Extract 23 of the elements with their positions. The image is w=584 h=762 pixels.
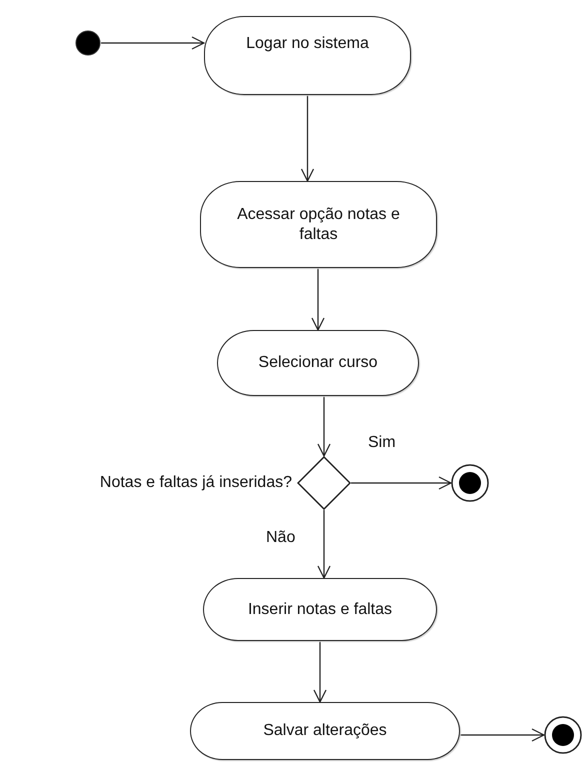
arrow <box>101 36 205 50</box>
action-text: Inserir notas e faltas <box>248 600 392 620</box>
decision-diamond <box>297 456 351 510</box>
arrow <box>460 728 545 742</box>
initial-node <box>75 30 101 56</box>
action-node <box>217 330 419 396</box>
arrow <box>351 476 452 490</box>
arrow <box>300 95 314 182</box>
arrow <box>317 510 331 579</box>
arrow <box>311 268 325 331</box>
arrow <box>313 641 327 703</box>
action-text: Acessar opção notas e faltas <box>236 204 401 244</box>
action-node <box>203 578 437 641</box>
action-text: Selecionar curso <box>258 353 378 373</box>
action-text: Salvar alterações <box>263 721 387 741</box>
arrow <box>317 396 331 457</box>
final-node <box>544 716 582 754</box>
action-text: Logar no sistema <box>246 34 369 54</box>
action-node <box>204 16 411 95</box>
action-node <box>190 702 460 760</box>
condition-label: Notas e faltas já inseridas? <box>100 473 292 493</box>
final-node <box>451 464 489 502</box>
action-node <box>200 181 437 268</box>
